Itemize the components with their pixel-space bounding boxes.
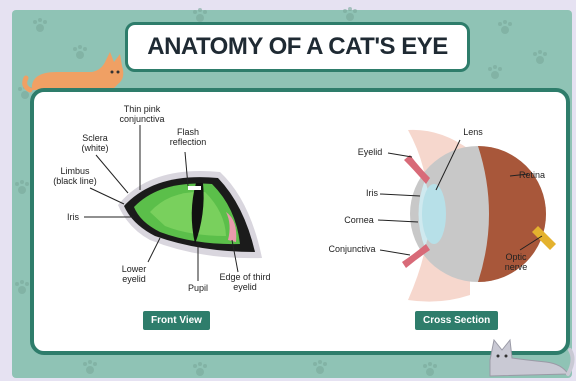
label-edge-third-eyelid: Edge of third eyelid [212, 272, 278, 292]
label-lens: Lens [456, 127, 490, 137]
front-view-caption: Front View [143, 311, 210, 330]
label-cornea: Cornea [340, 215, 378, 225]
flash-reflection-mark [188, 186, 201, 190]
label-flash-reflection: Flash reflection [163, 127, 213, 147]
label-optic-nerve: Optic nerve [496, 252, 536, 272]
label-retina: Retina [512, 170, 552, 180]
cross-section-caption: Cross Section [415, 311, 498, 330]
label-iris-cross: Iris [362, 188, 382, 198]
cross-section-diagram [402, 130, 556, 302]
label-limbus: Limbus (black line) [44, 166, 106, 186]
lens-shape [422, 184, 446, 244]
label-sclera: Sclera (white) [70, 133, 120, 153]
label-lower-eyelid: Lower eyelid [112, 264, 156, 284]
label-iris-front: Iris [62, 212, 84, 222]
label-conjunctiva: Conjunctiva [324, 244, 380, 254]
gray-cat-illustration [486, 330, 576, 380]
label-thin-pink-conjunctiva: Thin pink conjunctiva [112, 104, 172, 124]
label-eyelid: Eyelid [352, 147, 388, 157]
